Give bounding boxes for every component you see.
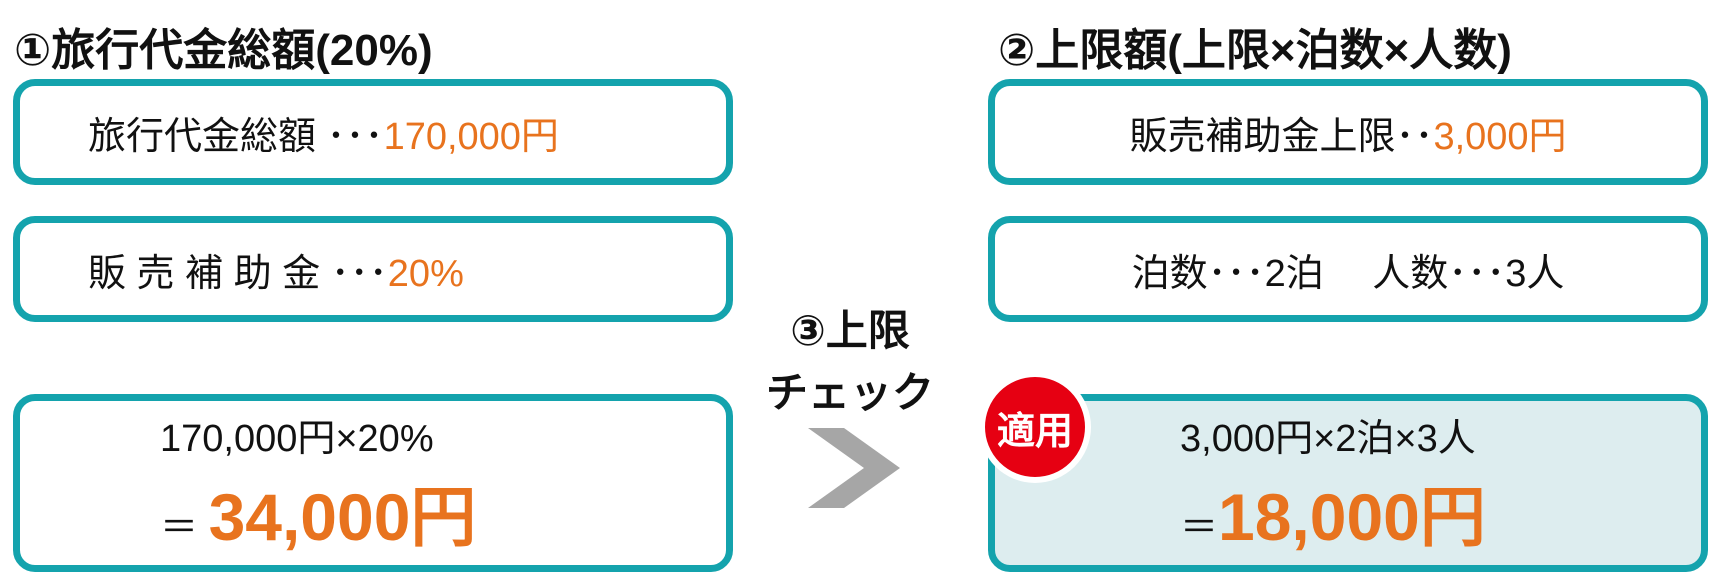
left-title: ①旅行代金総額(20%): [14, 26, 433, 75]
chevron-right-icon: [808, 428, 900, 508]
total-price-value: 170,000円: [383, 115, 559, 158]
left-result-box: 170,000円×20% ＝ 34,000円: [13, 394, 733, 572]
subsidy-limit-box: 販売補助金上限･･3,000円: [988, 79, 1708, 185]
limit-check-label: ③上限 チェック: [760, 300, 940, 424]
left-formula: 170,000円×20%: [160, 417, 434, 460]
applied-badge: 適用: [980, 372, 1090, 482]
subsidy-limit-value: 3,000円: [1433, 115, 1567, 158]
subsidy-limit-label: 販売補助金上限･･: [1129, 115, 1434, 158]
total-price-label: 旅行代金総額 ･･･: [88, 115, 384, 158]
subsidy-rate-value: 20%: [387, 252, 464, 295]
total-price-box: 旅行代金総額 ･･･170,000円: [13, 79, 733, 185]
right-equals: ＝: [1180, 506, 1219, 549]
right-formula: 3,000円×2泊×3人: [1180, 417, 1476, 460]
nights-people-text: 泊数･･･2泊 人数･･･3人: [1131, 252, 1565, 295]
right-result-box: 3,000円×2泊×3人 ＝18,000円: [988, 394, 1708, 572]
nights-people-box: 泊数･･･2泊 人数･･･3人: [988, 216, 1708, 322]
left-equals: ＝: [160, 506, 209, 549]
right-result: 18,000円: [1218, 479, 1486, 554]
subsidy-rate-label: 販 売 補 助 金 ･･･: [88, 252, 388, 295]
left-result: 34,000円: [208, 479, 477, 554]
right-title: ②上限額(上限×泊数×人数): [998, 26, 1512, 75]
limit-check-line1: ③上限: [790, 307, 910, 354]
subsidy-rate-box: 販 売 補 助 金 ･･･20%: [13, 216, 733, 322]
limit-check-line2: チェック: [765, 369, 934, 416]
